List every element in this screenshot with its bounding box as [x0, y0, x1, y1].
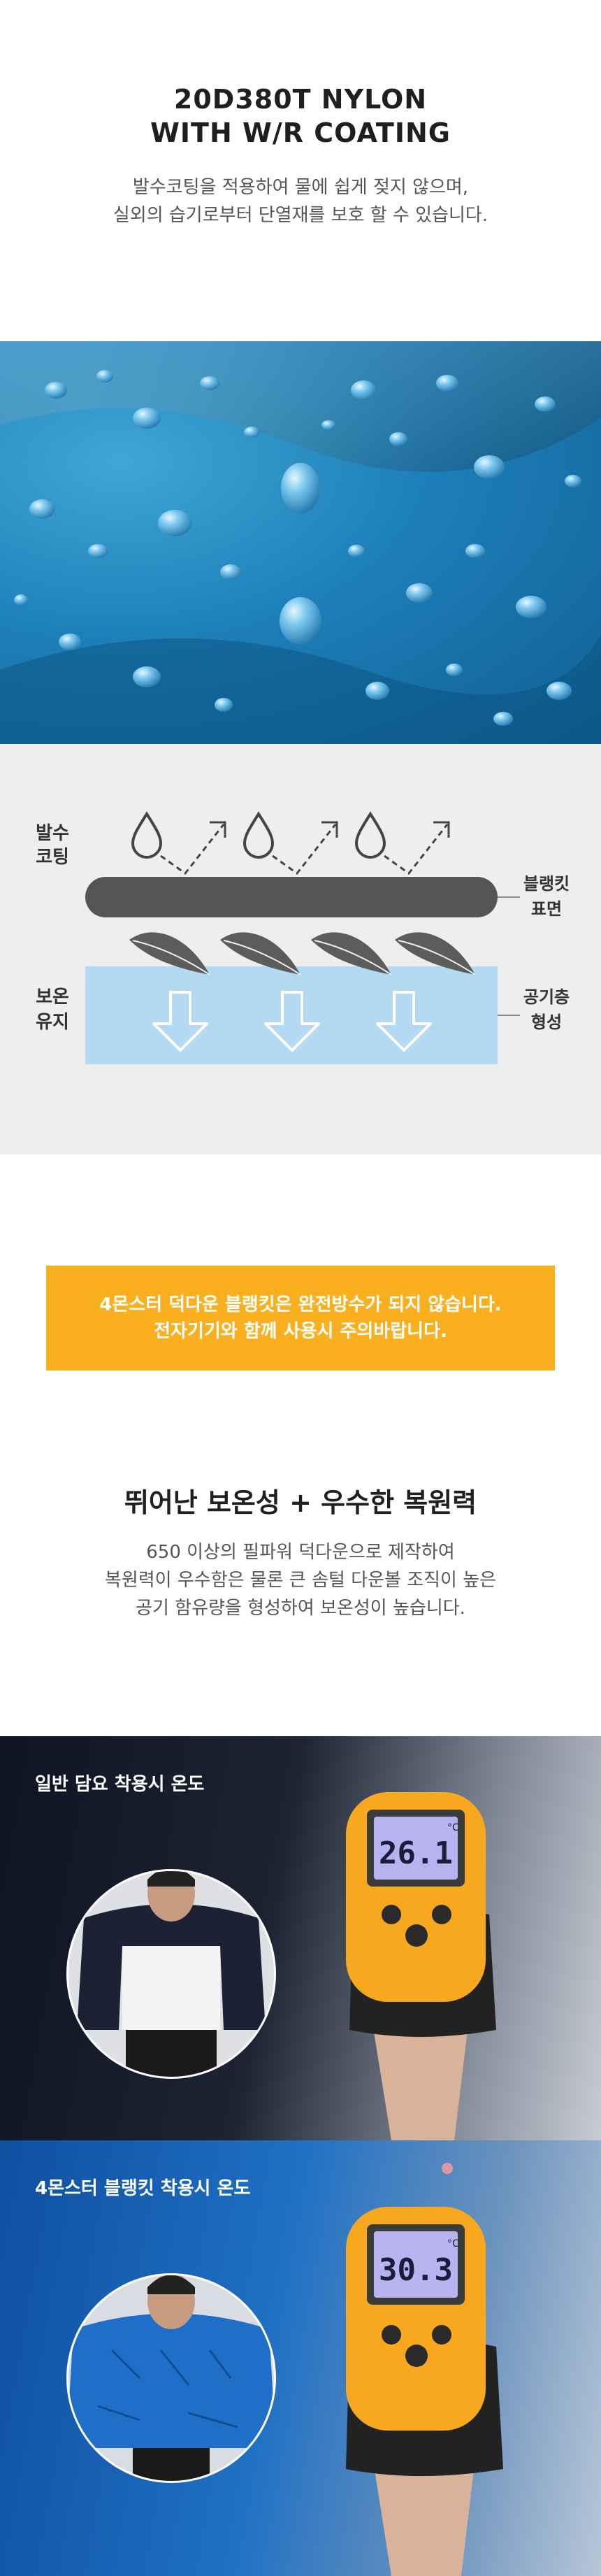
thermometer-icon: [346, 2163, 503, 2576]
warmth-title: 뛰어난 보온성 + 우수한 복원력: [124, 1487, 477, 1518]
notice-line2: 전자기기와 함께 사용시 주의바랍니다.: [154, 1321, 447, 1342]
label-air-layer-2: 형성: [531, 1012, 562, 1032]
thermometer-icon: [346, 1792, 496, 2140]
label-air-layer-1: 공기층: [523, 987, 570, 1007]
coating-title-line1: 20D380T NYLON: [173, 84, 428, 115]
coating-intro-section: 20D380T NYLON WITH W/R COATING 발수코팅을 적용하…: [0, 0, 601, 341]
label-heat-retention-1: 보온: [36, 987, 69, 1008]
insulation-diagram: 발수 코팅 보온 유지 블랭킷 표면 공기층 형성: [0, 744, 601, 1154]
coating-description: 발수코팅을 적용하여 물에 쉽게 젖지 않으며, 실외의 습기로부터 단열재를 …: [0, 173, 601, 229]
feather-icon: [129, 932, 475, 975]
thermometer-reading: 26.1: [379, 1836, 453, 1871]
arrow-head-icon: [210, 821, 450, 838]
thermometer-reading: 30.3: [379, 2252, 453, 2288]
regular-blanket-photo: 일반 담요 착용시 온도: [0, 1736, 601, 2140]
deflect-arrow-icon: [160, 824, 449, 875]
heat-down-arrow-icon: [152, 991, 432, 1052]
person-in-blanket-image: [68, 2275, 274, 2481]
coating-title: 20D380T NYLON WITH W/R COATING: [0, 83, 601, 150]
coating-title-line2: WITH W/R COATING: [150, 117, 451, 148]
regular-blanket-label: 일반 담요 착용시 온도: [35, 1774, 205, 1795]
warmth-desc-line1: 650 이상의 필파워 덕다운으로 제작하여: [146, 1542, 455, 1563]
person-in-blanket-image: [68, 1871, 274, 2077]
warmth-description: 650 이상의 필파워 덕다운으로 제작하여 복원력이 우수함은 물론 큰 솜털…: [0, 1538, 601, 1622]
water-drop-icon: [131, 811, 386, 859]
warmth-desc-line2: 복원력이 우수함은 물론 큰 솜털 다운볼 조직이 높은: [104, 1570, 497, 1591]
thermometer-unit: °C: [447, 1822, 459, 1833]
insulation-diagram-svg: 발수 코팅 보온 유지 블랭킷 표면 공기층 형성: [36, 811, 570, 1064]
label-blanket-surface-1: 블랭킷: [523, 874, 570, 894]
waterproof-notice-banner: 4몬스터 덕다운 블랭킷은 완전방수가 되지 않습니다. 전자기기와 함께 사용…: [46, 1266, 555, 1371]
water-droplets-illustration: [0, 341, 601, 744]
blanket-surface-bar: [85, 877, 498, 917]
notice-line1: 4몬스터 덕다운 블랭킷은 완전방수가 되지 않습니다.: [99, 1294, 502, 1315]
monster-blanket-photo: 4몬스터 블랭킷 착용시 온도: [0, 2140, 601, 2576]
coating-desc-line1: 발수코팅을 적용하여 물에 쉽게 젖지 않으며,: [132, 177, 469, 198]
monster-blanket-label: 4몬스터 블랭킷 착용시 온도: [35, 2178, 251, 2199]
coating-desc-line2: 실외의 습기로부터 단열재를 보호 할 수 있습니다.: [113, 205, 488, 226]
water-droplet-photo: [0, 341, 601, 744]
label-water-repellent-2: 코팅: [36, 847, 69, 868]
thermometer-unit: °C: [447, 2238, 459, 2249]
label-heat-retention-2: 유지: [36, 1012, 69, 1033]
label-blanket-surface-2: 표면: [531, 899, 562, 919]
label-water-repellent-1: 발수: [36, 823, 69, 844]
warmth-desc-line3: 공기 함유량을 형성하여 보온성이 높습니다.: [136, 1598, 465, 1619]
